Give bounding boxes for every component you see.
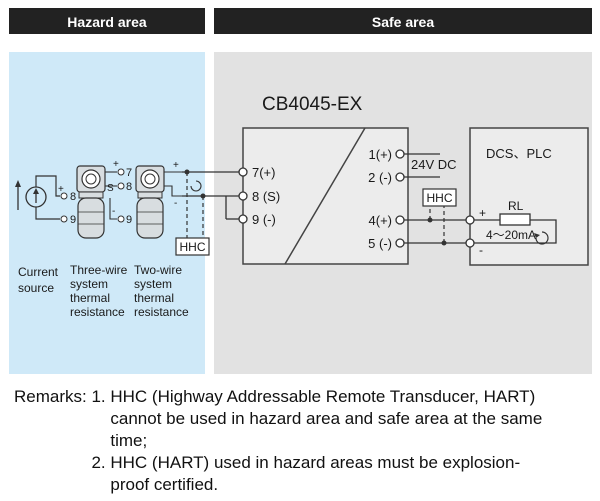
isolation-barrier — [284, 127, 366, 265]
three-wire-plus: + — [113, 159, 119, 170]
terminal-small-8 — [117, 182, 125, 190]
hazard-hhc-box — [175, 237, 210, 256]
terminal-7 — [238, 167, 248, 177]
dcs-terminal-minus — [465, 238, 475, 248]
terminal-small-7 — [117, 168, 125, 176]
terminal-4-label: 4(+) — [369, 213, 392, 228]
load-resistor-icon — [499, 213, 531, 226]
safe-area-title: Safe area — [372, 14, 434, 30]
terminal-1-label: 1(+) — [369, 147, 392, 162]
remark-1-number: 1. — [91, 387, 111, 406]
dcs-plc-title: DCS、PLC — [486, 146, 552, 161]
device-name: CB4045-EX — [262, 94, 363, 115]
source-terminal-8-label: 8 — [70, 191, 76, 203]
dcs-minus-sign: - — [479, 243, 483, 257]
remark-2-text: HHC (HART) used in hazard areas must be … — [110, 452, 520, 496]
three-wire-transmitter-icon — [76, 165, 106, 239]
three-wire-minus: - — [112, 206, 115, 217]
hazard-area-title: Hazard area — [67, 14, 147, 30]
three-wire-s: S — [107, 183, 114, 194]
source-plus: + — [58, 184, 64, 195]
two-wire-minus: - — [174, 198, 177, 209]
source-terminal-9-label: 9 — [70, 214, 76, 226]
remark-2-number: 2. — [91, 453, 111, 472]
two-wire-transmitter-icon — [135, 165, 165, 239]
dcs-plc-box — [469, 127, 589, 266]
safe-area-header — [214, 8, 592, 34]
remark-1: Remarks: 1. HHC (Highway Addressable Rem… — [14, 386, 594, 452]
wiring-diagram: Hazard area Safe area CB4045-EX DCS、PLC … — [9, 8, 592, 374]
dcs-terminal-plus — [465, 215, 475, 225]
small-terminal-7-label: 7 — [126, 167, 132, 179]
load-wire-2 — [474, 219, 557, 244]
terminal-small-9 — [117, 215, 125, 223]
hazard-area-header — [9, 8, 205, 34]
small-terminal-9-label: 9 — [126, 214, 132, 226]
terminal-8 — [238, 191, 248, 201]
supply-label: 24V DC — [411, 157, 457, 172]
isolator-box — [242, 127, 409, 265]
resistor-label: RL — [508, 199, 524, 213]
terminal-8-label: 8 (S) — [252, 189, 280, 204]
terminal-4 — [395, 215, 405, 225]
remark-1-line-2: cannot be used in hazard area and safe a… — [110, 409, 543, 428]
terminal-7-label: 7(+) — [252, 165, 275, 180]
safe-hhc-label: HHC — [427, 191, 453, 205]
remarks-prefix: Remarks: — [14, 387, 92, 406]
terminal-2 — [395, 172, 405, 182]
safe-hhc-box — [422, 188, 457, 207]
caption-two-wire: Two-wire system thermal resistance — [134, 263, 189, 319]
terminal-2-label: 2 (-) — [368, 170, 392, 185]
hazard-hhc-label: HHC — [180, 240, 206, 254]
remarks: Remarks: 1. HHC (Highway Addressable Rem… — [14, 386, 594, 496]
remark-1-line-3: time; — [110, 431, 148, 450]
small-terminal-8-label: 8 — [126, 181, 132, 193]
terminal-9-label: 9 (-) — [252, 212, 276, 227]
hazard-area-zone — [9, 52, 205, 374]
two-wire-plus: + — [173, 160, 179, 171]
current-arrow-icon — [535, 231, 549, 245]
source-terminal-9 — [60, 215, 68, 223]
source-terminal-8 — [60, 192, 68, 200]
caption-three-wire: Three-wire system thermal resistance — [70, 263, 131, 319]
terminal-9 — [238, 214, 248, 224]
terminal-5-label: 5 (-) — [368, 236, 392, 251]
remark-2-line-1: HHC (HART) used in hazard areas must be … — [110, 453, 521, 472]
terminal-1 — [395, 149, 405, 159]
remark-1-text: HHC (Highway Addressable Remote Transduc… — [110, 386, 542, 452]
terminal-5 — [395, 238, 405, 248]
remark-1-line-1: HHC (Highway Addressable Remote Transduc… — [110, 387, 536, 406]
caption-current-source: Current source — [18, 265, 61, 295]
dcs-plus-sign: + — [479, 206, 486, 220]
field-loop-arrow-icon — [190, 180, 202, 192]
current-label: 4～20mA — [486, 228, 536, 242]
remark-2: Remarks: 2. HHC (HART) used in hazard ar… — [14, 452, 594, 496]
remark-2-line-2: proof certified. — [110, 475, 219, 494]
